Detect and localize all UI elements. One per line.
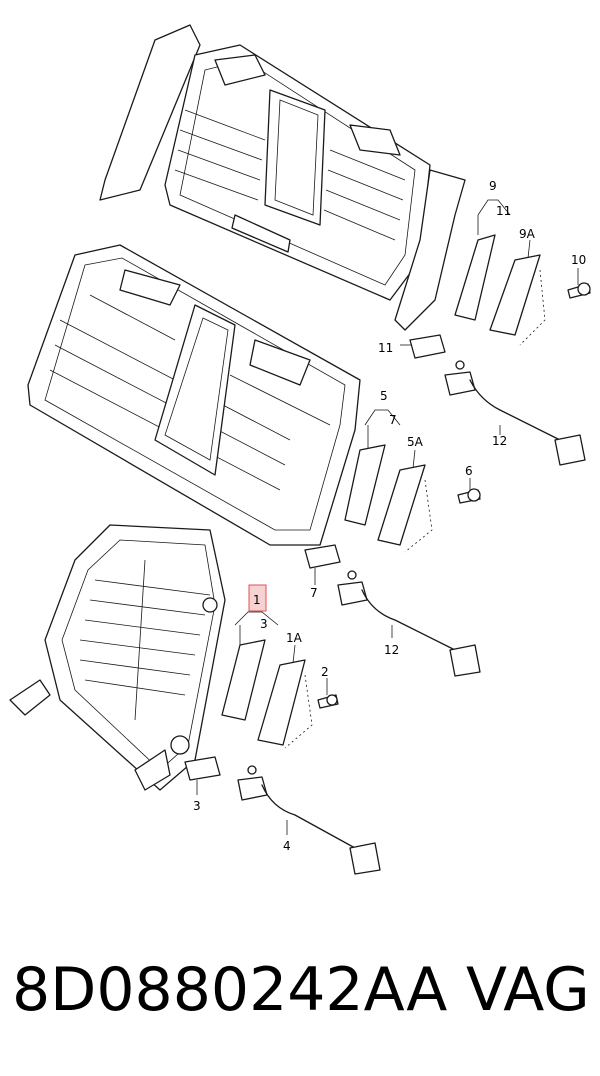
callout-12-lower: 12 — [384, 643, 399, 657]
heating-element-assembly-upper — [409, 234, 591, 466]
heating-element-assembly-middle — [304, 444, 481, 677]
front-seat-backrest-frame — [9, 524, 226, 791]
heating-element-assembly-lower — [184, 639, 381, 875]
callout-9: 9 — [489, 179, 497, 193]
callout-10: 10 — [571, 253, 586, 267]
callout-4: 4 — [283, 839, 291, 853]
callout-9A: 9A — [519, 227, 536, 241]
callout-11-upper: 11 — [496, 204, 511, 218]
callout-3-upper: 3 — [260, 617, 268, 631]
callout-3-lower: 3 — [193, 799, 201, 813]
callout-1: 1 — [253, 593, 261, 607]
callout-5A: 5A — [407, 435, 424, 449]
exploded-parts-diagram: 9 11 9A 10 11 12 5 7 5A 6 7 12 1 3 1A 2 … — [9, 24, 591, 875]
rear-backrest-cover-middle — [27, 244, 361, 546]
rear-backrest-frame-upper — [99, 24, 431, 301]
callout-11-lower: 11 — [378, 341, 393, 355]
selected-part-highlight — [248, 584, 267, 612]
callout-6: 6 — [465, 464, 473, 478]
right-side-bolster-upper — [394, 169, 466, 331]
part-number-text: 8D0880242AA — [12, 955, 448, 1025]
leader-lines — [196, 199, 579, 835]
callout-1A: 1A — [286, 631, 303, 645]
callout-2: 2 — [321, 665, 329, 679]
brand-text: VAG — [466, 955, 590, 1025]
callout-12-upper: 12 — [492, 434, 507, 448]
callout-5: 5 — [380, 389, 388, 403]
callout-7-lower: 7 — [310, 586, 318, 600]
callout-7-upper: 7 — [389, 413, 397, 427]
